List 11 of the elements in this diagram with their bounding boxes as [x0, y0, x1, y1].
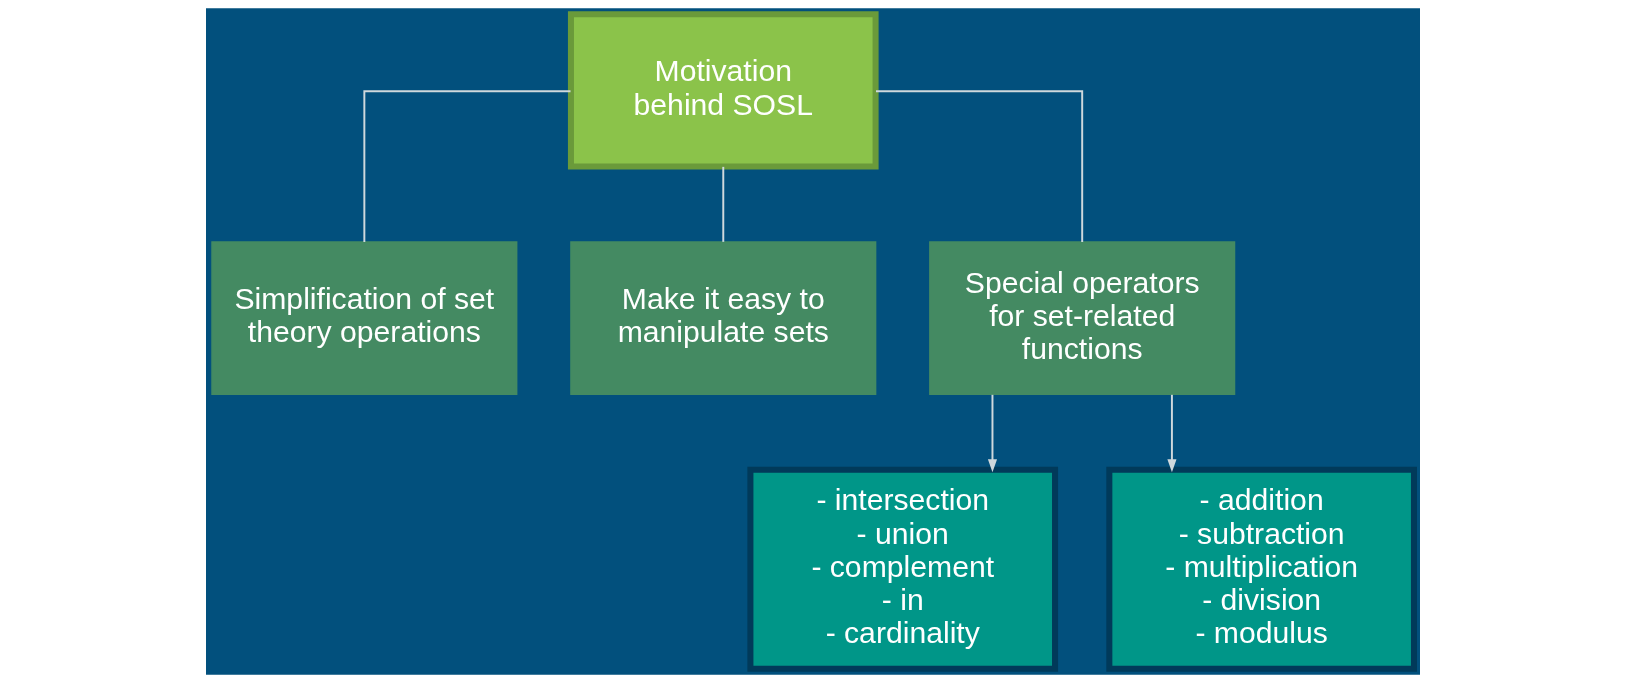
arrow [987, 393, 997, 473]
node-box: Motivation behind SOSL [567, 11, 879, 170]
arrow [1167, 393, 1177, 473]
connector [722, 165, 725, 243]
node-box: - intersection - union - complement - in - cardinality [747, 466, 1059, 672]
node-box: Simplification of set theory operations [211, 241, 518, 396]
node-box: Make it easy to manipulate sets [570, 241, 877, 396]
node-box: Special operators for set-related functions [929, 241, 1236, 396]
connector [875, 90, 1084, 243]
node-box: - addition - subtraction - multiplication - division - modulus [1106, 466, 1417, 672]
connector [363, 90, 572, 243]
